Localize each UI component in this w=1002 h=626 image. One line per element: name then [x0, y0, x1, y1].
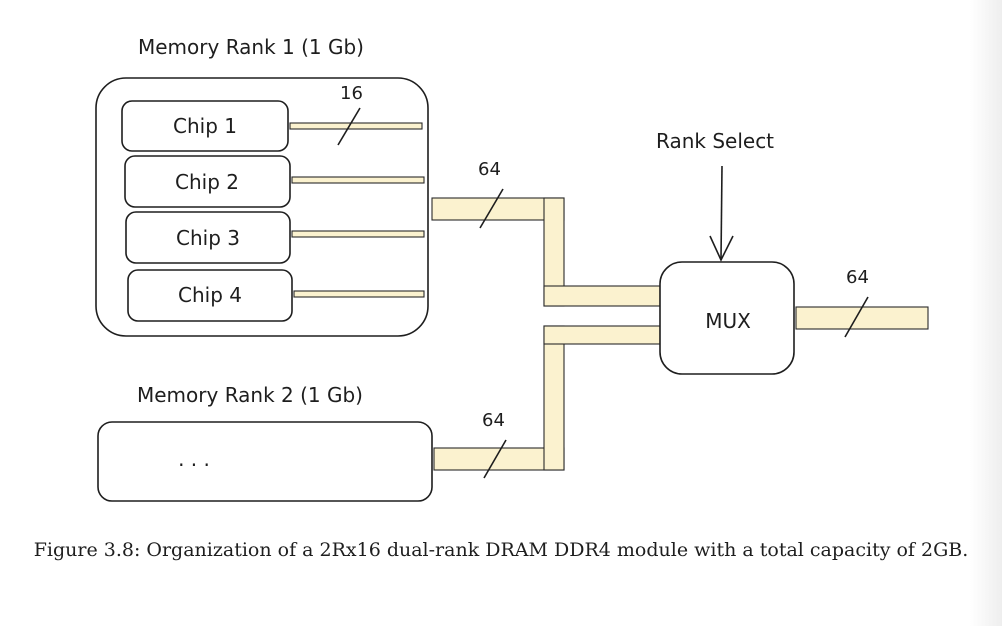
chip-3-label: Chip 3 [176, 226, 240, 250]
chip-2: Chip 2 [124, 155, 291, 208]
rank-select-label: Rank Select [656, 129, 774, 153]
output-bus-slash [844, 296, 869, 338]
figure-caption: Figure 3.8: Organization of a 2Rx16 dual… [33, 539, 969, 561]
mux: MUX [659, 261, 795, 375]
chip-2-box [124, 155, 291, 208]
rank2-title: Memory Rank 2 (1 Gb) [137, 383, 363, 407]
chip-bus-slash [337, 107, 361, 146]
chip-4-bus [293, 290, 425, 298]
mux-box [659, 261, 795, 375]
rank2-bus-to-mux [543, 325, 661, 345]
chip-3-box [125, 211, 291, 264]
rank2-container [97, 421, 433, 502]
mux-label: MUX [705, 309, 751, 333]
chip-2-bus [291, 176, 425, 184]
chip-1: Chip 1 [121, 100, 289, 152]
rank1-bus [431, 197, 661, 307]
output-bus [795, 306, 929, 330]
rank2-bus-width-label: 64 [482, 410, 505, 431]
rank-select-arrowhead [709, 235, 734, 262]
rank1-bus-to-mux [543, 285, 661, 307]
rank1-bus-slash [479, 188, 504, 229]
rank2-bus-slash [483, 439, 507, 479]
chip-3: Chip 3 [125, 211, 291, 264]
chip-4-label: Chip 4 [178, 283, 242, 307]
output-bus-width-label: 64 [846, 267, 869, 288]
rank2-bus-vertical [543, 325, 565, 471]
chip-4: Chip 4 [127, 269, 293, 322]
rank1-title: Memory Rank 1 (1 Gb) [138, 35, 364, 59]
chip-bus-width-label: 16 [340, 83, 363, 104]
chip-2-label: Chip 2 [175, 170, 239, 194]
page-edge-shadow [970, 0, 1002, 626]
chip-1-bus [289, 122, 423, 130]
rank2-placeholder: . . . [178, 447, 210, 471]
rank-select-arrow-shaft [720, 165, 723, 261]
rank2-bus [433, 325, 661, 471]
chip-4-box [127, 269, 293, 322]
chip-1-label: Chip 1 [173, 114, 237, 138]
chip-1-box [121, 100, 289, 152]
chip-3-bus [291, 230, 425, 238]
rank1-bus-width-label: 64 [478, 159, 501, 180]
